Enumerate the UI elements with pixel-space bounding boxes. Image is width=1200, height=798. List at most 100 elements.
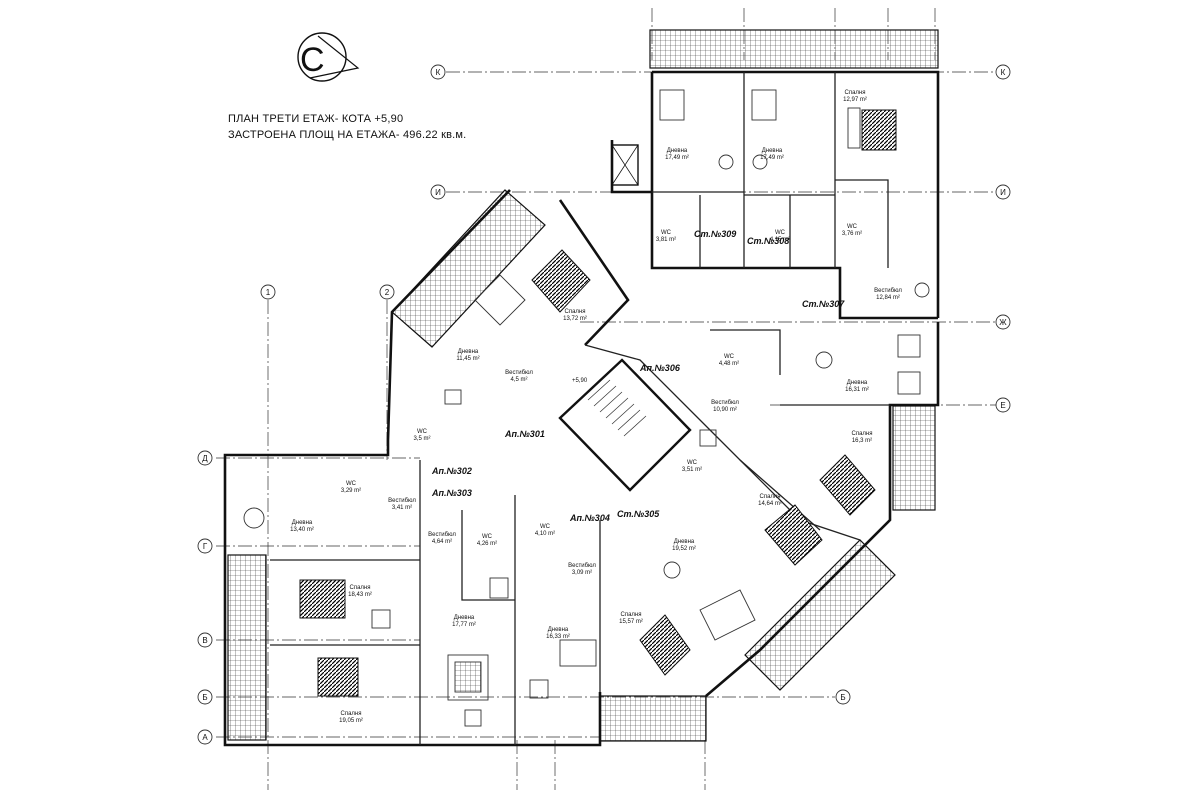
room-area: 19,05 m² <box>339 718 363 724</box>
room-area: 4,5 m² <box>510 377 527 383</box>
bed-icon <box>639 614 691 676</box>
room-name: WC <box>847 224 858 230</box>
apartment-label-302: Ап.№302 <box>431 466 472 476</box>
axis-marker-b-right <box>835 689 851 705</box>
exterior-walls <box>223 70 940 747</box>
north-arrow-pointer <box>309 35 360 79</box>
wall-southeast <box>705 322 940 697</box>
table-icon <box>752 154 768 170</box>
wall-west-block <box>223 440 420 747</box>
room-name: Спалня <box>852 431 873 437</box>
balcony-west <box>227 554 267 741</box>
room-name: Вестибюл <box>568 563 596 569</box>
axis-markers <box>197 64 1011 745</box>
wardrobe-icon <box>847 107 861 149</box>
wall-307-wc <box>835 179 889 268</box>
balconies <box>227 29 939 742</box>
axis-marker-i-right <box>995 184 1011 200</box>
room-name: WC <box>661 230 672 236</box>
sofa-icon <box>447 654 489 701</box>
stove-icon <box>489 577 509 599</box>
axis-labels: К К И И Ж Е Д Г В Б Б А 1 2 <box>202 68 1007 742</box>
balcony-northwest <box>391 189 546 348</box>
balcony-top <box>649 29 939 69</box>
balcony-south <box>599 695 707 742</box>
room-area: 12,84 m² <box>876 295 900 301</box>
axis-marker-v <box>197 632 213 648</box>
room-labels: Дневна 17,49 m² Дневна 17,49 m² Спалня 1… <box>290 90 902 724</box>
room-area: 3,09 m² <box>572 570 592 576</box>
apartment-label-308: Ст.№308 <box>747 236 789 246</box>
room-area: 10,90 m² <box>713 407 737 413</box>
apartment-label-304: Ап.№304 <box>569 513 610 523</box>
room-area: 11,45 m² <box>456 356 479 362</box>
axis-marker-k-left <box>430 64 446 80</box>
room-area: 19,52 m² <box>672 546 696 552</box>
room-area: 3,41 m² <box>392 505 412 511</box>
elevator-cross <box>611 144 639 186</box>
room-area: 14,64 m² <box>758 501 782 507</box>
north-arrow-letter: С <box>300 41 325 79</box>
axis-label-i-right: И <box>1000 188 1006 197</box>
apartment-labels: Ст.№309 Ст.№308 Ст.№307 Ап.№306 Ап.№301 … <box>431 229 845 523</box>
bed-icon <box>299 579 346 619</box>
room-area: 4,26 m² <box>477 541 497 547</box>
wall-elevator <box>610 140 652 194</box>
room-name: Спалня <box>845 90 866 96</box>
elevator-shaft <box>611 144 639 186</box>
room-name: Дневна <box>292 520 313 526</box>
room-name: Вестибюл <box>428 532 456 538</box>
room-name: WC <box>417 429 428 435</box>
room-name: Спалня <box>350 585 371 591</box>
armchair-icon <box>897 334 921 358</box>
axis-label-v: В <box>202 636 207 645</box>
room-area: 12,97 m² <box>843 97 867 103</box>
axis-label-i-left: И <box>435 188 441 197</box>
sofa-icon <box>474 274 526 326</box>
room-area: 13,72 m² <box>563 316 587 322</box>
wall-stair-diagonal <box>584 344 821 531</box>
stair-shaft <box>558 358 692 492</box>
room-area: 4,64 m² <box>432 539 452 545</box>
wall-303-wc <box>461 510 515 601</box>
apartment-label-307: Ст.№307 <box>802 299 845 309</box>
bed-icon <box>764 504 823 566</box>
room-area: 4,10 m² <box>535 531 555 537</box>
room-area: 16,31 m² <box>845 387 869 393</box>
room-area: 3,76 m² <box>842 231 862 237</box>
wall-north-block <box>652 70 940 318</box>
axis-marker-k-right <box>995 64 1011 80</box>
armchair-icon <box>529 679 549 699</box>
axis-label-b-right: Б <box>840 693 845 702</box>
apartment-label-306: Ап.№306 <box>639 363 681 373</box>
room-name: Спалня <box>760 494 781 500</box>
sofa-icon <box>751 89 777 121</box>
axis-label-zh: Ж <box>999 318 1007 327</box>
apartment-label-301: Ап.№301 <box>504 429 545 439</box>
table-icon <box>243 507 265 529</box>
room-name: Дневна <box>667 148 688 154</box>
axis-label-2: 2 <box>385 288 390 297</box>
room-area: 4,48 m² <box>719 361 739 367</box>
room-name: Дневна <box>454 615 475 621</box>
armchair-icon <box>371 609 391 629</box>
room-area: 18,43 m² <box>348 592 372 598</box>
room-name: WC <box>482 534 493 540</box>
axis-marker-d <box>197 450 213 466</box>
axis-label-b-left: Б <box>202 693 207 702</box>
room-area: 15,57 m² <box>619 619 643 625</box>
balcony-east <box>892 405 936 511</box>
stair-core <box>558 144 692 492</box>
north-arrow: С <box>297 32 360 82</box>
room-name: Дневна <box>762 148 783 154</box>
room-name: Спалня <box>341 711 362 717</box>
axis-marker-1 <box>260 284 276 300</box>
wall-nw-wing <box>386 189 511 441</box>
bed-icon <box>819 454 876 516</box>
room-name: Вестибюл <box>388 498 416 504</box>
axis-label-k-left: К <box>436 68 441 77</box>
room-name: WC <box>687 460 698 466</box>
bed-icon <box>861 109 897 151</box>
room-name: WC <box>724 354 735 360</box>
room-area: 17,77 m² <box>452 622 476 628</box>
